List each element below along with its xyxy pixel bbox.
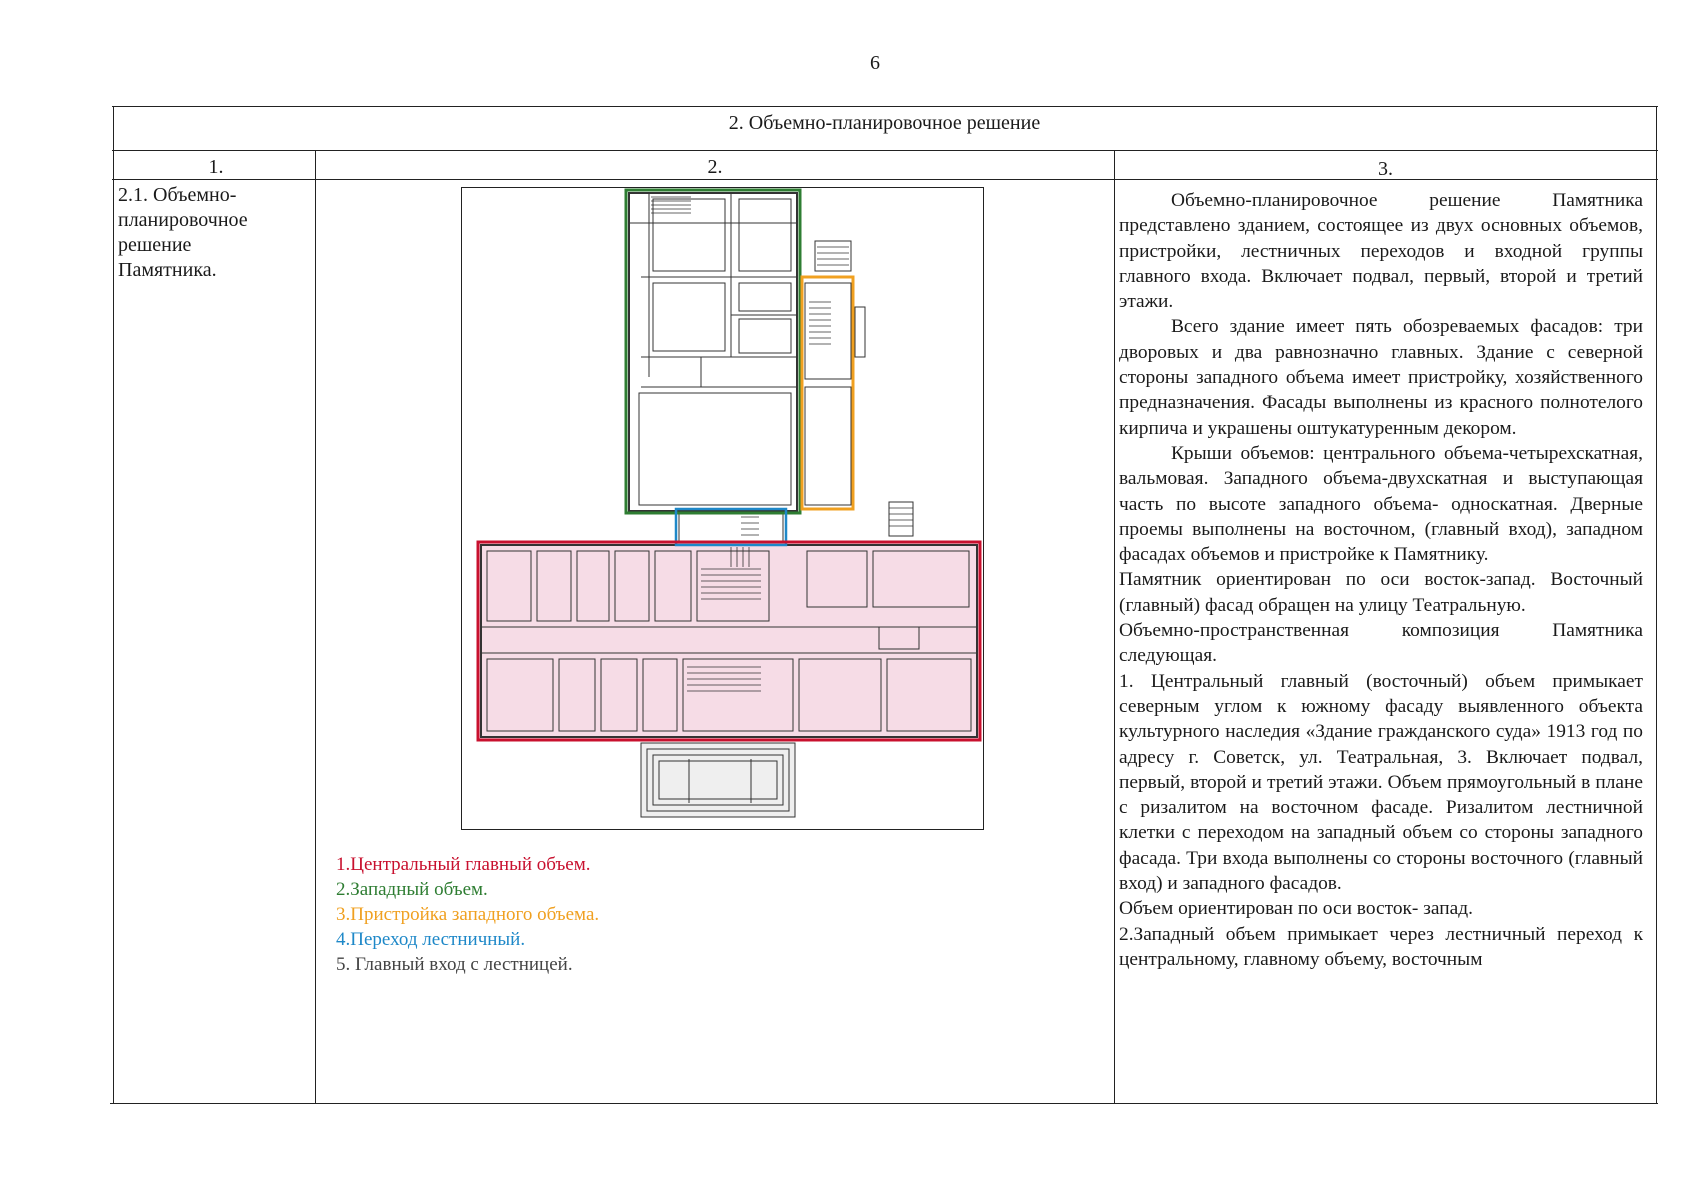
western-volume-outline [624,188,802,515]
description-paragraph: 2.Западный объем примыкает через лестнич… [1119,923,1643,970]
description-paragraph: 1. Центральный главный (восточный) объем… [1119,670,1643,895]
table-top-border [112,106,1658,107]
description-paragraph: Объемно-пространственная композиция Памя… [1119,620,1643,667]
legend-item-central: 1.Центральный главный объем. [336,854,591,875]
section-label-line: Памятника. [118,259,217,281]
table-title-separator [112,150,1658,151]
description-paragraph: Памятник ориентирован по оси восток-запа… [1119,569,1643,616]
column-header-2: 2. [707,156,723,178]
section-label-line: 2.1. Объемно- [118,184,237,206]
table-header-separator [112,179,1658,180]
section-label-line: планировочное [118,209,248,231]
central-volume-fill [479,543,979,739]
table-left-border [113,106,114,1104]
legend-item-passage: 4.Переход лестничный. [336,929,526,950]
description-paragraph: Крыши объемов: центрального объема-четыр… [1119,442,1643,566]
table-bottom-border [110,1103,1658,1104]
central-volume-outline [476,540,982,742]
page-number: 6 [870,52,880,74]
section-label: 2.1. Объемно- планировочное решение Памя… [118,183,308,283]
legend-item-entrance: 5. Главный вход с лестницей. [336,954,573,975]
description-paragraph: Объем ориентирован по оси восток- запад. [1119,898,1473,920]
passage-outline [674,507,788,547]
table-right-border [1656,106,1657,1104]
column-header-1: 1. [208,156,224,178]
plan-legend: 1.Центральный главный объем. 2.Западный … [336,852,599,977]
table-title: 2. Объемно-планировочное решение [728,112,1041,134]
main-entrance-stairs [640,742,796,818]
description-paragraph: Объемно-планировочное решение Памятника … [1119,190,1643,313]
table-col-divider-1 [315,150,316,1104]
column-header-3: 3. [1378,158,1393,180]
section-label-line: решение [118,234,192,256]
central-volume [479,543,979,739]
floor-plan-drawing [476,188,982,818]
legend-item-annex: 3.Пристройка западного объема. [336,904,600,925]
description-paragraph: Всего здание имеет пять обозреваемых фас… [1119,316,1643,439]
western-volume-walls [628,192,798,512]
description-text: Объемно-планировочное решение Памятника … [1119,188,1643,972]
table-col-divider-2 [1114,150,1115,1104]
annex-outline [800,275,855,511]
floor-plan-frame [461,187,984,830]
legend-item-western: 2.Западный объем. [336,879,488,900]
